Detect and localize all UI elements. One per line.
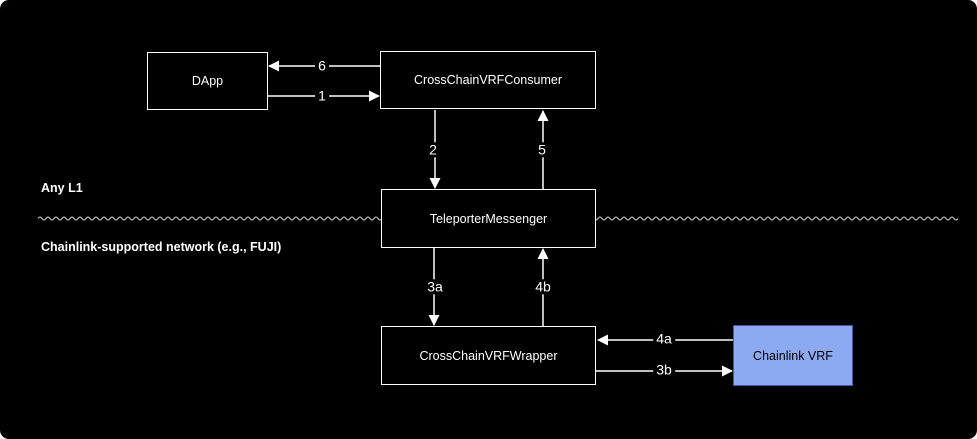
edge-label-2: 2	[426, 141, 440, 158]
edge-label-5: 5	[535, 141, 549, 158]
region-label-any-l1: Any L1	[41, 181, 83, 195]
node-dapp: DApp	[147, 52, 268, 110]
node-chainlink-vrf-label: Chainlink VRF	[753, 348, 833, 363]
edge-label-6: 6	[315, 57, 329, 74]
node-crosschain-vrf-consumer: CrossChainVRFConsumer	[380, 51, 596, 109]
edge-label-3b: 3b	[653, 361, 675, 378]
node-dapp-label: DApp	[191, 74, 224, 88]
node-teleporter-messenger: TeleporterMessenger	[381, 189, 596, 248]
edge-label-4a: 4a	[653, 330, 675, 347]
edge-label-3a: 3a	[424, 278, 446, 295]
edge-label-1: 1	[315, 87, 329, 104]
node-crosschain-vrf-wrapper: CrossChainVRFWrapper	[381, 326, 596, 385]
edge-label-4b: 4b	[532, 278, 554, 295]
node-crosschain-vrf-wrapper-label: CrossChainVRFWrapper	[419, 348, 558, 363]
node-teleporter-messenger-label: TeleporterMessenger	[429, 211, 548, 226]
node-crosschain-vrf-consumer-label: CrossChainVRFConsumer	[414, 73, 562, 87]
region-label-chainlink-network: Chainlink-supported network (e.g., FUJI)	[41, 240, 282, 254]
node-chainlink-vrf: Chainlink VRF	[733, 325, 853, 386]
